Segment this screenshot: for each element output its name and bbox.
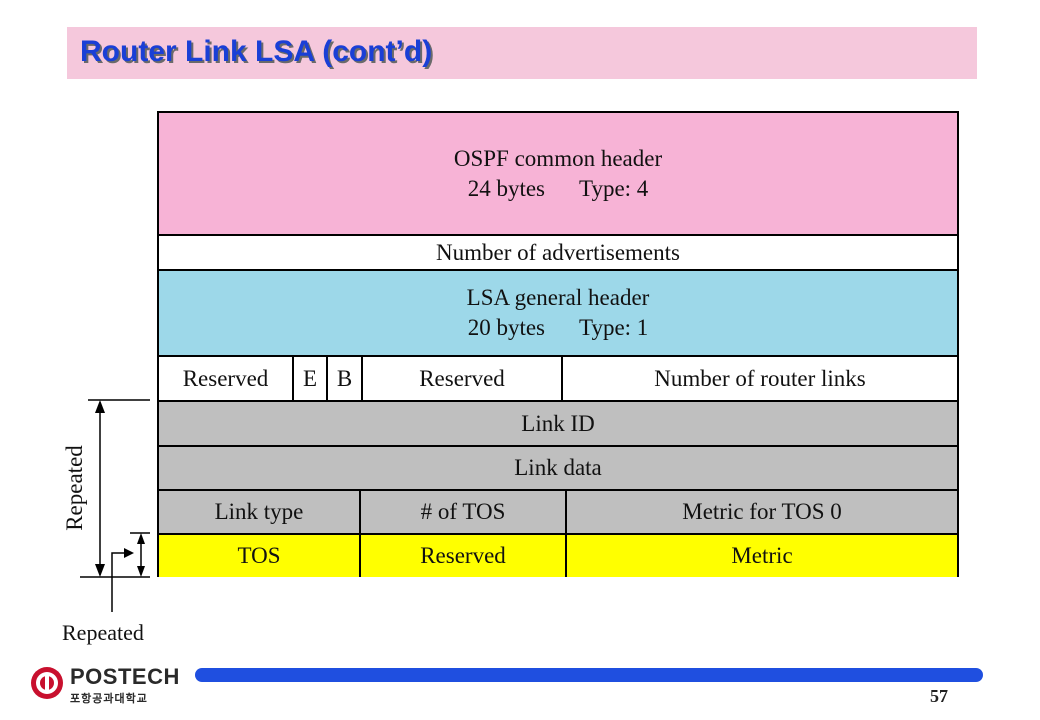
num-router-links: Number of router links: [654, 365, 866, 391]
lsa-header-label: LSA general header: [466, 285, 650, 310]
reserved-field-2: Reserved: [363, 357, 563, 400]
metric-tos0-field: Metric for TOS 0: [682, 499, 842, 524]
ospf-header-bytes: 24 bytes: [467, 175, 545, 201]
link-id-label: Link ID: [521, 410, 595, 436]
repeat-brackets: [80, 399, 150, 612]
postech-logo: POSTECH 포항공과대학교: [30, 664, 179, 708]
link-type-row: Link type # of TOS Metric for TOS 0: [159, 491, 957, 535]
link-data-row: Link data: [159, 447, 957, 491]
router-link-lsa-diagram: OSPF common header 24 bytes Type: 4 Numbe…: [157, 111, 959, 577]
slide-title-bar: Router Link LSA (cont’d): [67, 27, 977, 79]
tos-reserved-field: Reserved: [361, 535, 567, 577]
repeated-outer-label: Repeated: [62, 445, 87, 531]
flags-row: Reserved E B Reserved Number of router l…: [159, 357, 957, 402]
logo-subtitle: 포항공과대학교: [70, 692, 148, 705]
e-flag: E: [294, 357, 328, 400]
reserved-field-1: Reserved: [159, 357, 294, 400]
tos-field: TOS: [159, 535, 361, 577]
ospf-header-label: OSPF common header: [453, 145, 663, 171]
logo-name: POSTECH: [70, 664, 180, 689]
num-advertisements-label: Number of advertisements: [436, 239, 680, 265]
ospf-header-row: OSPF common header 24 bytes Type: 4: [159, 113, 957, 236]
ospf-header-type: Type: 4: [579, 175, 649, 201]
link-type-field: Link type: [159, 491, 361, 533]
b-flag: B: [328, 357, 363, 400]
repeated-inner-label: Repeated: [62, 620, 144, 645]
tos-row: TOS Reserved Metric: [159, 535, 957, 577]
tos-metric-field: Metric: [731, 543, 793, 568]
num-tos-field: # of TOS: [361, 491, 567, 533]
footer-bar: [195, 668, 983, 682]
slide-title: Router Link LSA (cont’d): [80, 35, 433, 68]
page-number: 57: [930, 686, 948, 706]
lsa-header-row: LSA general header 20 bytes Type: 1: [159, 271, 957, 357]
link-data-label: Link data: [514, 455, 602, 480]
num-advertisements-row: Number of advertisements: [159, 236, 957, 271]
lsa-header-type: Type: 1: [579, 315, 649, 340]
postech-emblem-icon: [31, 667, 63, 699]
link-id-row: Link ID: [159, 402, 957, 447]
lsa-header-bytes: 20 bytes: [467, 315, 545, 340]
